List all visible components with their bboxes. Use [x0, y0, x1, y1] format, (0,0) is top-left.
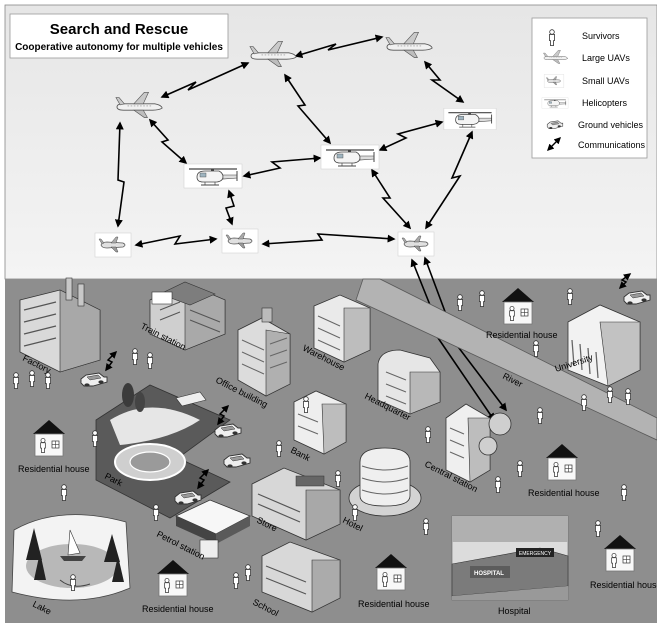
small-uav-icon [543, 74, 565, 88]
survivor-icon [146, 352, 154, 369]
survivor-icon [351, 504, 359, 521]
residential-house: Residential house [18, 419, 90, 474]
small-uav-icon [221, 228, 259, 254]
hospital-sign: HOSPITAL [474, 571, 504, 577]
survivor-icon [567, 288, 573, 305]
comm-link [114, 121, 125, 228]
survivor-icon [70, 574, 76, 591]
comm-link [284, 73, 332, 145]
comm-link [217, 404, 230, 426]
residential-house: Residential house [590, 534, 657, 590]
survivor-icon [549, 29, 555, 46]
survivor-icon [517, 460, 523, 477]
helicopter-icon [183, 163, 243, 189]
school: School [251, 541, 341, 618]
survivor-icon [232, 572, 240, 589]
survivor-icon [607, 386, 613, 403]
title-box: Search and Rescue Cooperative autonomy f… [9, 13, 229, 59]
survivor-icon [478, 290, 486, 307]
legend: Survivors Large UAVs Small UAVs Helicopt… [531, 17, 648, 159]
label-residential-house: Residential house [358, 599, 430, 609]
small-uav-icon [94, 232, 132, 258]
label-hospital: Hospital [498, 606, 531, 616]
comm-link [294, 34, 384, 58]
legend-helicopters-label: Helicopters [582, 98, 628, 108]
survivor-icon [61, 484, 67, 501]
residential-house: Residential house [528, 443, 600, 498]
survivor-icon [595, 520, 601, 537]
survivor-icon [275, 440, 283, 457]
comm-link [242, 154, 322, 179]
helicopter-icon [320, 144, 380, 170]
comm-link [423, 60, 465, 103]
diagram-title: Search and Rescue [50, 21, 188, 38]
legend-ground-vehicles-label: Ground vehicles [578, 120, 644, 130]
park: Park [95, 383, 231, 519]
legend-large-uavs-label: Large UAVs [582, 53, 630, 63]
comm-link [224, 189, 236, 226]
survivor-icon [45, 372, 51, 389]
comm-link [105, 350, 118, 372]
survivor-icon [28, 370, 35, 387]
comm-link [197, 468, 210, 490]
diagram-subtitle: Cooperative autonomy for multiple vehicl… [15, 42, 223, 53]
comm-link [425, 130, 474, 230]
survivor-icon [424, 426, 432, 443]
lake: Lake [11, 514, 131, 617]
comm-link [378, 119, 444, 151]
comm-link [160, 61, 250, 99]
label-residential-house: Residential house [590, 580, 657, 590]
survivor-icon [621, 484, 627, 501]
helicopter-icon [541, 97, 569, 109]
residential-house: Residential house [486, 287, 558, 340]
survivor-icon [12, 372, 20, 389]
survivor-icon [131, 348, 139, 365]
survivor-icon [581, 394, 587, 411]
survivor-icon [456, 294, 464, 311]
label-residential-house: Residential house [486, 330, 558, 340]
survivor-icon [537, 407, 543, 424]
comm-link [618, 273, 632, 290]
label-residential-house: Residential house [528, 488, 600, 498]
survivor-icon [625, 388, 631, 405]
emergency-sign: EMERGENCY [519, 551, 552, 557]
residential-house: Residential house [142, 559, 214, 614]
communications-icon [547, 137, 561, 151]
helicopter-icon [443, 107, 497, 131]
survivor-icon [244, 564, 252, 581]
survivor-icon [422, 518, 430, 535]
small-uav-icon [397, 231, 435, 257]
legend-communications-label: Communications [578, 140, 646, 150]
survivor-icon [92, 430, 98, 447]
comm-link [134, 234, 218, 248]
hospital: EMERGENCY HOSPITAL Hospital [451, 515, 569, 616]
survivor-icon [302, 396, 310, 413]
store: Store [251, 467, 341, 541]
ground-comm-links [105, 273, 632, 490]
factory: Factory [19, 277, 101, 376]
label-residential-house: Residential house [142, 604, 214, 614]
comm-link [371, 168, 412, 230]
comm-link [148, 118, 188, 165]
survivor-icon [533, 340, 539, 357]
survivor-icon [494, 476, 502, 493]
residential-house: Residential house [358, 553, 430, 609]
hotel: Hotel [341, 447, 422, 533]
label-residential-house: Residential house [18, 464, 90, 474]
survivor-icon [334, 470, 342, 487]
comm-link [261, 233, 396, 248]
legend-survivors-label: Survivors [582, 31, 620, 41]
legend-small-uavs-label: Small UAVs [582, 76, 630, 86]
survivor-icon [152, 504, 160, 521]
